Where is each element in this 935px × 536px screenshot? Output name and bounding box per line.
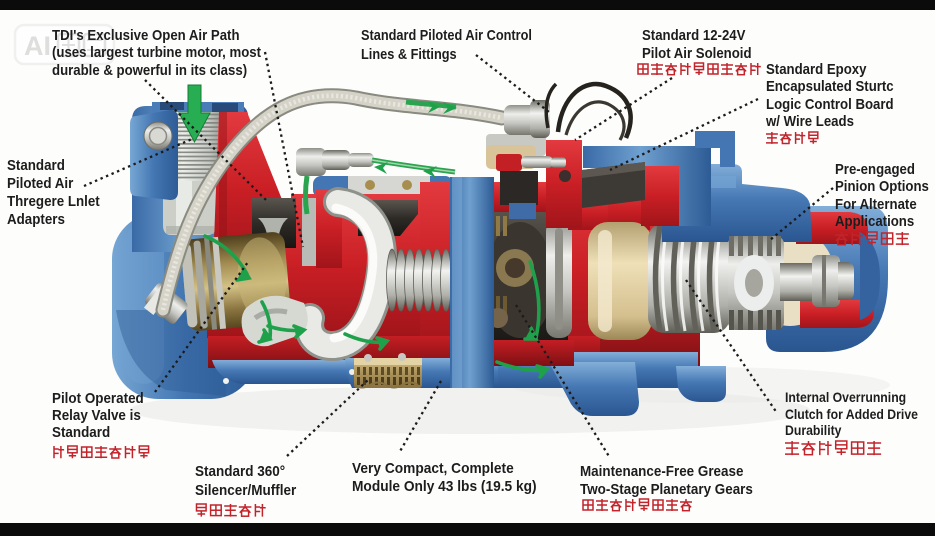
svg-text:AI: AI (24, 31, 51, 61)
